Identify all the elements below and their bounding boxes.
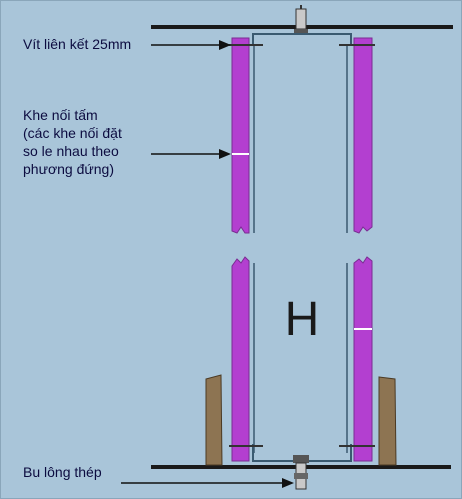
right-board-upper: [353, 37, 373, 234]
leader-bolt: [121, 478, 294, 488]
label-joint: Khe nối tấm (các khe nối đặt so le nhau …: [23, 106, 122, 178]
bottom-anchor-bolt: [293, 455, 309, 490]
label-joint-line-2: (các khe nối đặt: [23, 125, 122, 141]
timber-block-left: [205, 374, 223, 466]
top-track: [252, 33, 352, 45]
left-board-upper: [231, 37, 250, 234]
top-anchor-bolt: [294, 5, 308, 35]
label-joint-line-3: so le nhau theo: [23, 143, 119, 159]
leader-joint: [151, 149, 231, 159]
left-board-lower: [231, 256, 250, 462]
label-bolt: Bu lông thép: [23, 464, 102, 480]
timber-block-right: [378, 376, 397, 466]
leader-screw: [151, 40, 231, 50]
label-screw: Vít liên kết 25mm: [23, 36, 132, 52]
stud-symbol: H: [285, 293, 320, 346]
label-joint-line-4: phương đứng): [23, 161, 114, 177]
label-joint-line-1: Khe nối tấm: [23, 107, 98, 123]
right-board-lower: [353, 256, 373, 462]
